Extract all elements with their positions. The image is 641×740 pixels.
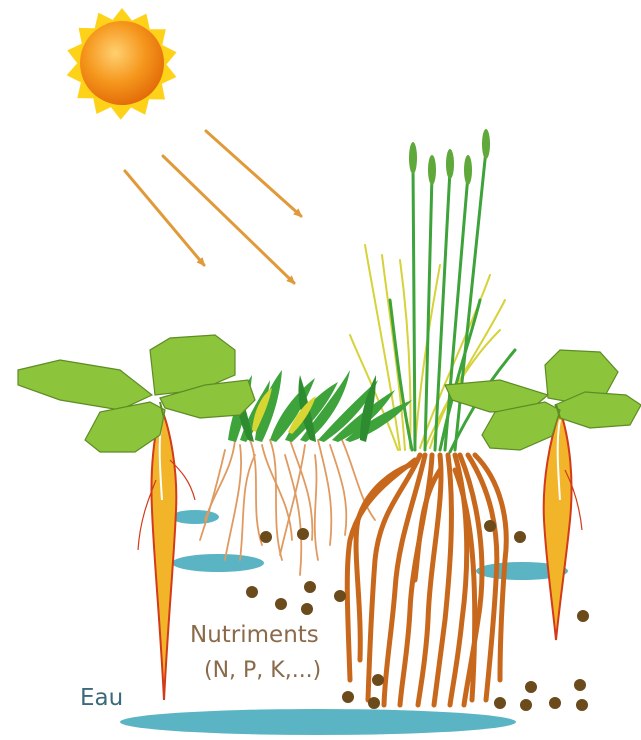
taproot-left xyxy=(151,410,176,700)
nutrient-dot-icon xyxy=(301,603,313,615)
nutrient-dot-icon xyxy=(260,531,272,543)
nutrient-dot-icon xyxy=(484,520,496,532)
nutrient-dot-icon xyxy=(368,697,380,709)
sun-icon xyxy=(67,8,177,120)
nutrient-dot-icon xyxy=(574,679,586,691)
nutrient-dot-icon xyxy=(246,586,258,598)
nutrient-dot-icon xyxy=(334,590,346,602)
nutrient-dot-icon xyxy=(520,699,532,711)
nutrient-dot-icon xyxy=(304,581,316,593)
light-arrows xyxy=(125,131,301,283)
nutrient-dot-icon xyxy=(297,528,309,540)
nutrient-dot-icon xyxy=(576,699,588,711)
nutrient-dot-icon xyxy=(525,681,537,693)
nutrient-dot-icon xyxy=(577,610,589,622)
nutrient-dot-icon xyxy=(342,691,354,703)
clover-plant-icon xyxy=(445,350,641,450)
nutrients-label: Nutriments xyxy=(190,622,319,648)
clover-plant-icon xyxy=(18,335,255,452)
nutrients-elements-label: (N, P, K,...) xyxy=(204,658,321,683)
water-pool-icon xyxy=(171,510,219,524)
nutrient-dot-icon xyxy=(372,674,384,686)
light-arrow-icon xyxy=(206,131,301,216)
nutrient-dot-icon xyxy=(494,697,506,709)
water-pool-main xyxy=(120,709,516,735)
water-pool-icon xyxy=(172,554,264,572)
nutrient-dot-icon xyxy=(514,531,526,543)
nutrient-dot-icon xyxy=(275,598,287,610)
nutrient-dot-icon xyxy=(549,697,561,709)
wheat-roots xyxy=(347,455,506,705)
water-label: Eau xyxy=(80,685,123,711)
light-arrow-icon xyxy=(163,156,294,283)
